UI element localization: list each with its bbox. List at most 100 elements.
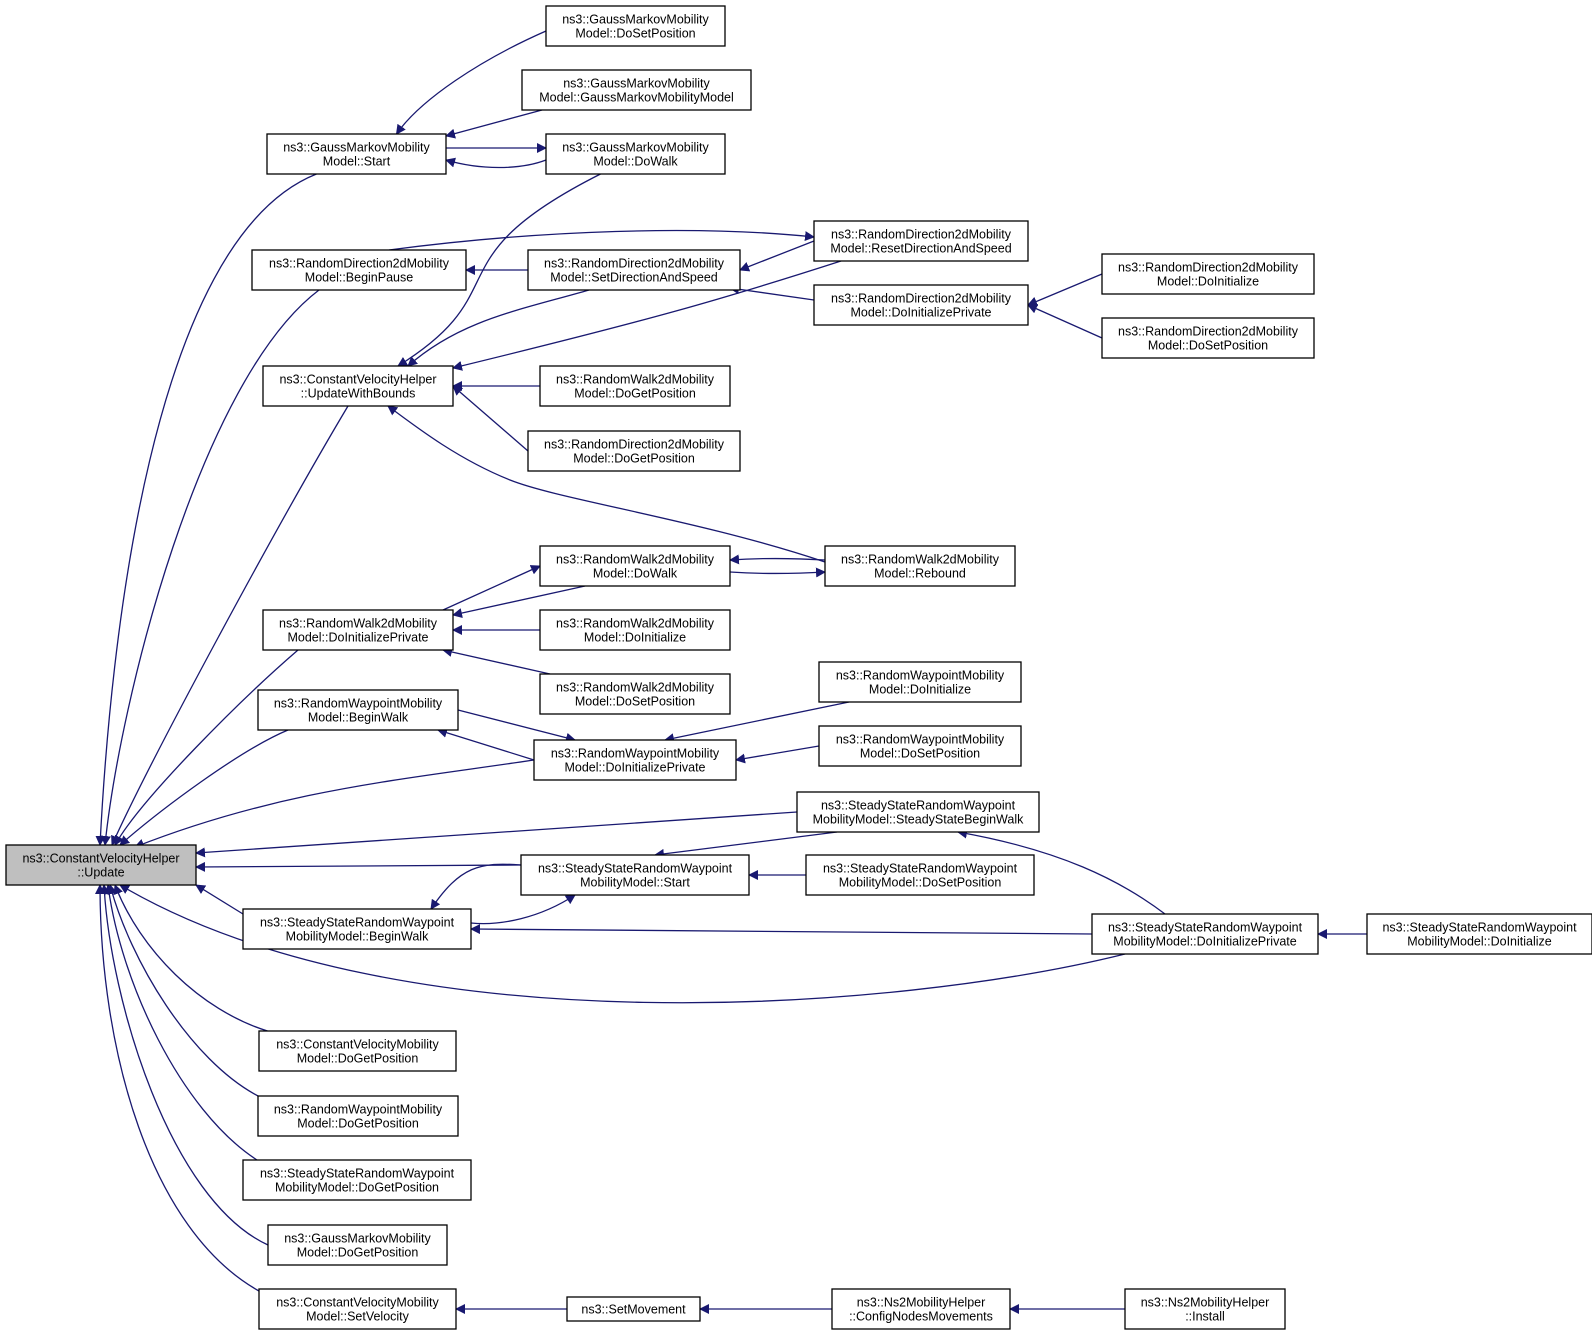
node-rwp-dogetpos[interactable]: ns3::RandomWaypointMobilityModel::DoGetP…	[257, 1095, 459, 1137]
edge-path	[95, 173, 317, 846]
node-rd-setdir[interactable]: ns3::RandomDirection2dMobilityModel::Set…	[527, 249, 741, 291]
node-ss-beginwalk[interactable]: ns3::SteadyStateRandomWaypointMobilityMo…	[242, 908, 472, 950]
edge-path	[957, 828, 1166, 915]
node-ss-doinitpriv[interactable]: ns3::SteadyStateRandomWaypointMobilityMo…	[1091, 913, 1319, 955]
edge-path	[654, 831, 838, 859]
node-box	[521, 69, 752, 111]
node-label-line: Model::DoSetPosition	[860, 747, 980, 761]
node-label-line: ns3::Ns2MobilityHelper	[1141, 1296, 1270, 1310]
node-rd-dosetpos[interactable]: ns3::RandomDirection2dMobilityModel::DoS…	[1101, 317, 1315, 359]
node-label-line: Model::DoInitialize	[869, 683, 971, 697]
node-cvh-bounds[interactable]: ns3::ConstantVelocityHelper::UpdateWithB…	[262, 365, 454, 407]
node-setmovement[interactable]: ns3::SetMovement	[566, 1296, 701, 1322]
edge-rw_dosetpos-to-rw_doinitpriv	[442, 647, 551, 675]
node-label-line: ns3::RandomDirection2dMobility	[831, 292, 1012, 306]
node-label-line: Model::DoWalk	[593, 567, 678, 581]
edge-path	[445, 157, 547, 169]
node-cvm-dogetpos[interactable]: ns3::ConstantVelocityMobilityModel::DoGe…	[258, 1030, 457, 1072]
node-rw-dosetpos[interactable]: ns3::RandomWalk2dMobilityModel::DoSetPos…	[539, 673, 731, 715]
edge-path	[452, 260, 842, 371]
node-rw-doinit[interactable]: ns3::RandomWalk2dMobilityModel::DoInitia…	[539, 609, 731, 651]
edge-rd_dogetpos-to-cvh_bounds	[452, 385, 529, 452]
node-box	[5, 844, 197, 886]
node-label-line: ns3::RandomWalk2dMobility	[556, 373, 715, 387]
node-rwp-doinitpriv[interactable]: ns3::RandomWaypointMobilityModel::DoInit…	[533, 739, 737, 781]
edge-cvm_setvel-to-root	[95, 884, 260, 1292]
node-rwp-beginwalk[interactable]: ns3::RandomWaypointMobilityModel::BeginW…	[257, 689, 459, 731]
node-ss-start[interactable]: ns3::SteadyStateRandomWaypointMobilityMo…	[520, 854, 750, 896]
node-label-line: ::UpdateWithBounds	[301, 387, 416, 401]
node-label-line: ns3::RandomWaypointMobility	[551, 747, 720, 761]
edge-ss_doinitpriv-to-ss_beginwalk	[470, 924, 1093, 935]
node-gm-start[interactable]: ns3::GaussMarkovMobilityModel::Start	[266, 133, 447, 175]
node-gm-dogetpos[interactable]: ns3::GaussMarkovMobilityModel::DoGetPosi…	[267, 1224, 448, 1266]
node-box	[262, 365, 454, 407]
node-ss-doinit[interactable]: ns3::SteadyStateRandomWaypointMobilityMo…	[1366, 913, 1592, 955]
edge-path	[107, 884, 259, 1097]
node-box	[805, 854, 1035, 896]
edge-rw_doinitpriv-to-rw_dowalk	[442, 565, 541, 611]
node-label-line: Model::GaussMarkovMobilityModel	[539, 91, 734, 105]
edge-rwp_doinit-to-rwp_doinitpriv	[664, 701, 850, 744]
node-rd-dogetpos[interactable]: ns3::RandomDirection2dMobilityModel::DoG…	[527, 430, 741, 472]
node-rwp-dosetpos[interactable]: ns3::RandomWaypointMobilityModel::DoSetP…	[818, 725, 1022, 767]
node-label-line: Model::DoGetPosition	[297, 1246, 419, 1260]
edge-path	[99, 884, 269, 1246]
node-label-line: Model::DoInitializePrivate	[564, 761, 705, 775]
edge-gm_dowalk-to-cvh_bounds	[397, 173, 601, 367]
edge-path	[104, 884, 258, 1161]
node-label-line: ns3::ConstantVelocityHelper	[22, 852, 179, 866]
node-gm-dosetpos[interactable]: ns3::GaussMarkovMobilityModel::DoSetPosi…	[545, 5, 726, 47]
node-root[interactable]: ns3::ConstantVelocityHelper::Update	[5, 844, 197, 886]
edge-path	[397, 173, 601, 367]
node-label-line: MobilityModel::Start	[580, 876, 690, 890]
edge-path	[119, 729, 289, 846]
node-rwp-doinit[interactable]: ns3::RandomWaypointMobilityModel::DoInit…	[818, 661, 1022, 703]
node-box	[527, 430, 741, 472]
node-rw-doinitpriv[interactable]: ns3::RandomWalk2dMobilityModel::DoInitia…	[262, 609, 454, 651]
edge-path	[195, 884, 244, 915]
edge-gm_dowalk-to-gm_start	[445, 157, 547, 169]
node-label-line: ns3::RandomWaypointMobility	[274, 1103, 443, 1117]
node-label-line: ::ConfigNodesMovements	[849, 1310, 993, 1324]
node-label-line: Model::BeginWalk	[308, 711, 409, 725]
node-label-line: ns3::SteadyStateRandomWaypoint	[821, 799, 1016, 813]
edge-cvm_dogetpos-to-root	[113, 884, 268, 1032]
node-gm-dowalk[interactable]: ns3::GaussMarkovMobilityModel::DoWalk	[545, 133, 726, 175]
node-box	[566, 1296, 701, 1322]
node-ns2-install[interactable]: ns3::Ns2MobilityHelper::Install	[1124, 1288, 1286, 1330]
edge-rd_doinit-to-rd_doinitpriv	[1027, 273, 1103, 307]
node-rd-doinit[interactable]: ns3::RandomDirection2dMobilityModel::DoI…	[1101, 253, 1315, 295]
edge-rd_beginpause-to-rd_resetdir	[388, 229, 815, 251]
node-label-line: Model::DoGetPosition	[574, 387, 696, 401]
node-label-line: ns3::ConstantVelocityMobility	[276, 1296, 439, 1310]
node-ss-dosetpos[interactable]: ns3::SteadyStateRandomWaypointMobilityMo…	[805, 854, 1035, 896]
node-label-line: ns3::GaussMarkovMobility	[283, 141, 430, 155]
edge-rwp_dosetpos-to-rwp_doinitpriv	[735, 745, 820, 764]
node-rd-doinitpriv[interactable]: ns3::RandomDirection2dMobilityModel::DoI…	[813, 284, 1029, 326]
node-rd-beginpause[interactable]: ns3::RandomDirection2dMobilityModel::Beg…	[251, 249, 467, 291]
node-label-line: ns3::RandomWalk2dMobility	[556, 681, 715, 695]
node-label-line: ns3::RandomWalk2dMobility	[841, 553, 1000, 567]
node-box	[539, 609, 731, 651]
node-box	[545, 5, 726, 47]
node-box	[257, 689, 459, 731]
edge-rw_dowalk-to-rw_doinitpriv	[452, 585, 586, 618]
edge-rw_rebound-to-rw_dowalk	[729, 554, 826, 565]
node-rw-dogetpos[interactable]: ns3::RandomWalk2dMobilityModel::DoGetPos…	[539, 365, 731, 407]
edge-rwp_doinitpriv-to-rwp_beginwalk	[437, 727, 535, 761]
node-rd-resetdir[interactable]: ns3::RandomDirection2dMobilityModel::Res…	[813, 220, 1029, 262]
node-cvm-setvel[interactable]: ns3::ConstantVelocityMobilityModel::SetV…	[258, 1288, 457, 1330]
node-ns2-config[interactable]: ns3::Ns2MobilityHelper::ConfigNodesMovem…	[831, 1288, 1011, 1330]
edge-path	[664, 701, 850, 744]
node-box	[266, 133, 447, 175]
node-box	[818, 661, 1022, 703]
edge-rw_dowalk-to-rw_rebound	[729, 567, 826, 578]
node-ss-ssbeginwalk[interactable]: ns3::SteadyStateRandomWaypointMobilityMo…	[796, 791, 1040, 833]
edge-path	[387, 405, 826, 563]
edge-path	[1027, 304, 1103, 339]
node-gm-ctor[interactable]: ns3::GaussMarkovMobilityModel::GaussMark…	[521, 69, 752, 111]
node-ss-dogetpos[interactable]: ns3::SteadyStateRandomWaypointMobilityMo…	[242, 1159, 472, 1201]
